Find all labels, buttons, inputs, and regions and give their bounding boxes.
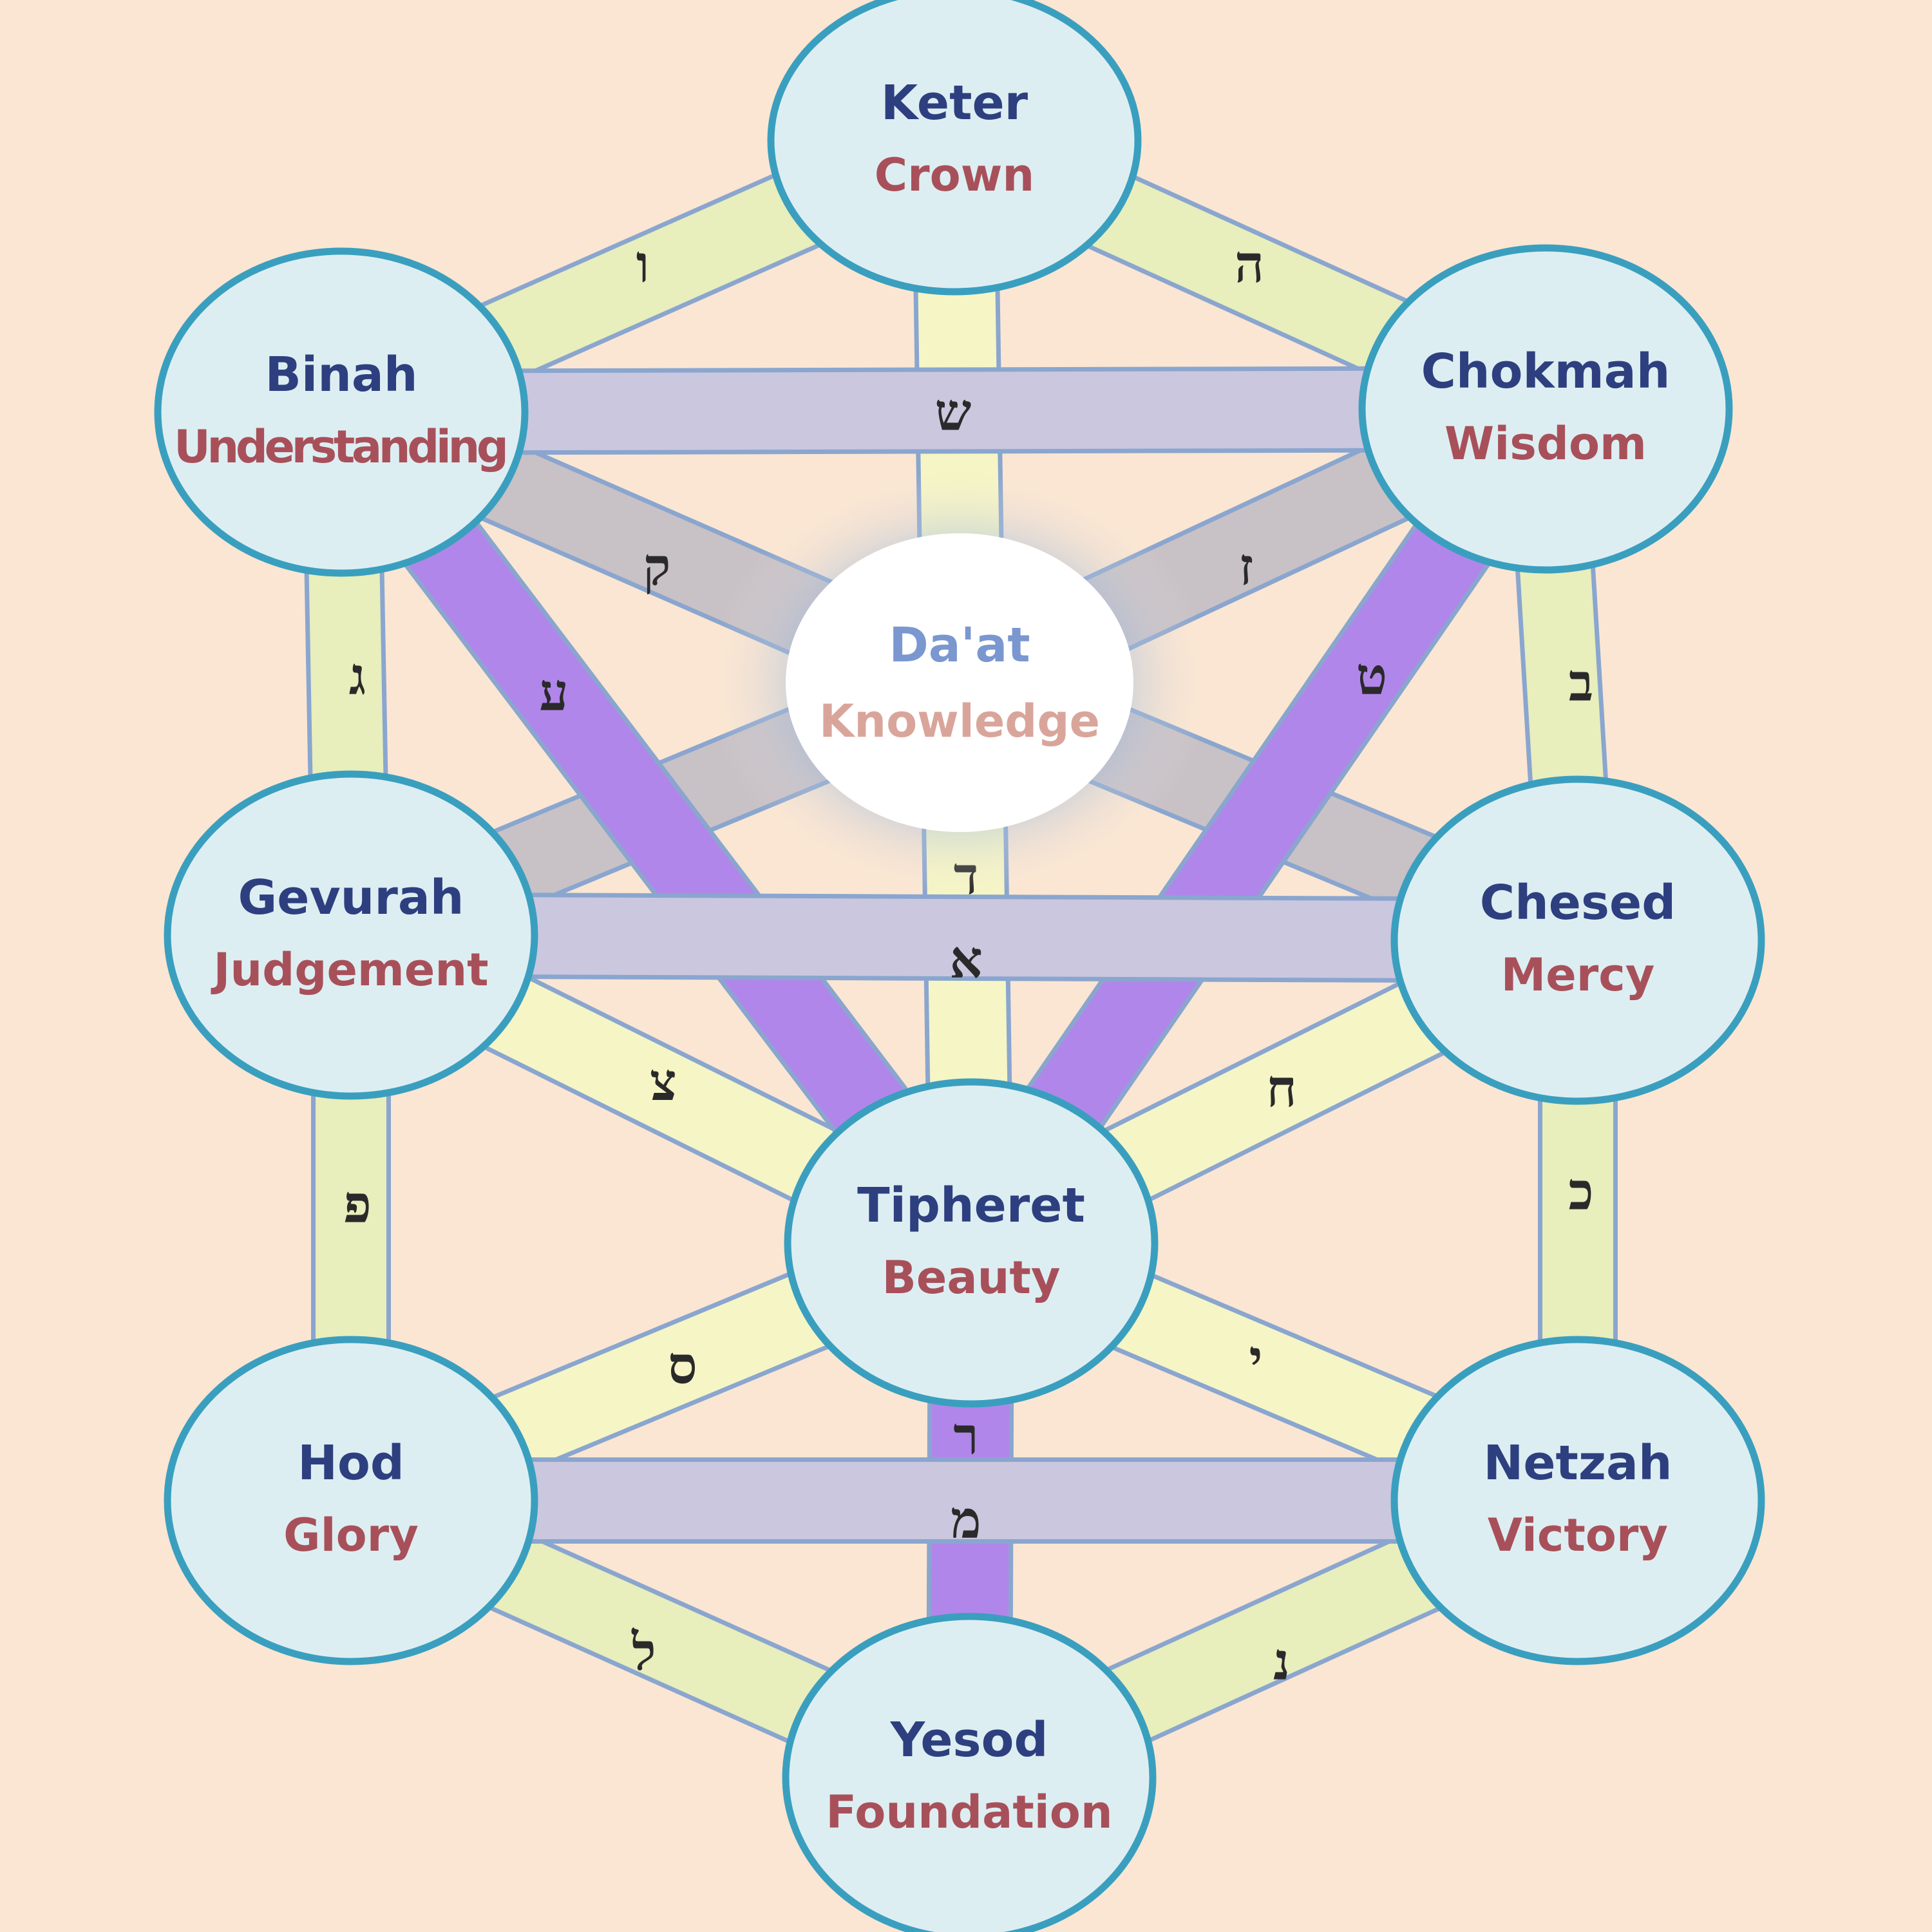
sephirah-name: Tipheret <box>857 1178 1085 1233</box>
path-letter-binah-daat: ק <box>643 536 671 597</box>
sephirah-circle <box>786 533 1133 832</box>
sephirah-meaning: Glory <box>283 1509 419 1562</box>
sephirah-name: Chesed <box>1480 875 1676 931</box>
sephirah-name: Netzah <box>1483 1435 1672 1491</box>
path-letter-chokmah-daat: ז <box>1239 536 1253 597</box>
sephirah-circle <box>164 1336 538 1665</box>
sephirah-circle <box>154 247 529 577</box>
sephirah-meaning: Judgement <box>211 943 488 996</box>
path-letter-hod-netzah: מ <box>951 1490 981 1550</box>
sephirah-name: Yesod <box>890 1712 1048 1768</box>
sephirah-meaning: Understanding <box>174 421 509 473</box>
sephirah-circle <box>1390 775 1765 1105</box>
path-letter-binah-gevurah: ג <box>349 646 366 706</box>
sephirah-meaning: Foundation <box>826 1786 1112 1839</box>
path-binah-chokmah <box>341 366 1546 455</box>
sephirah-meaning: Beauty <box>882 1251 1061 1304</box>
sephirah-name: Chokmah <box>1421 344 1671 399</box>
sephirah-name: Gevurah <box>238 870 464 925</box>
sephirah-name: Keter <box>881 75 1028 131</box>
sephirah-meaning: Crown <box>875 149 1035 202</box>
path-letter-binah-tipheret: ע <box>539 662 568 723</box>
sephirah-name: Binah <box>265 347 417 402</box>
path-letter-binah-chokmah: ש <box>935 382 972 442</box>
sephirah-circle <box>164 770 538 1100</box>
sephirah-meaning: Victory <box>1488 1509 1668 1562</box>
path-letters-layer: והשדגבקזעטאצחפכסימרלנ <box>343 234 1593 1692</box>
path-letter-chesed-tipheret: ח <box>1266 1058 1296 1119</box>
path-letter-keter-binah: ו <box>636 234 649 294</box>
path-letter-chokmah-tipheret: ט <box>1356 646 1387 706</box>
path-letter-gevurah-hod: פ <box>343 1174 372 1235</box>
sephirah-circle <box>1358 244 1733 574</box>
path-letter-netzah-yesod: נ <box>1273 1631 1290 1692</box>
path-letter-gevurah-chesed: א <box>949 929 982 990</box>
sephirah-meaning: Mercy <box>1501 949 1655 1001</box>
sephirah-meaning: Knowledge <box>819 695 1100 748</box>
path-letter-tipheret-hod: ס <box>668 1335 697 1396</box>
path-letter-tipheret-yesod: ר <box>953 1406 978 1466</box>
sephirah-meaning: Wisdom <box>1444 417 1647 470</box>
path-fill <box>341 370 1546 451</box>
path-letter-hod-yesod: ל <box>631 1622 656 1682</box>
sephirah-name: Da'at <box>889 618 1030 673</box>
path-letter-gevurah-tipheret: צ <box>650 1052 677 1112</box>
sephirah-circle <box>767 0 1142 296</box>
path-binah-tipheret <box>307 386 1006 1269</box>
path-fill <box>350 896 1578 979</box>
sephirah-circle <box>784 1078 1159 1408</box>
sephirah-name: Hod <box>298 1435 404 1491</box>
sephirah-circle <box>1390 1336 1765 1665</box>
path-letter-tipheret-netzah: י <box>1249 1329 1263 1389</box>
path-gevurah-chesed <box>350 892 1578 983</box>
path-letter-keter-chokmah: ה <box>1235 234 1264 294</box>
sephirah-circle <box>782 1613 1157 1932</box>
path-fill <box>310 388 1002 1267</box>
path-letter-chokmah-chesed: ב <box>1569 652 1594 713</box>
path-letter-chesed-netzah: כ <box>1568 1161 1593 1222</box>
